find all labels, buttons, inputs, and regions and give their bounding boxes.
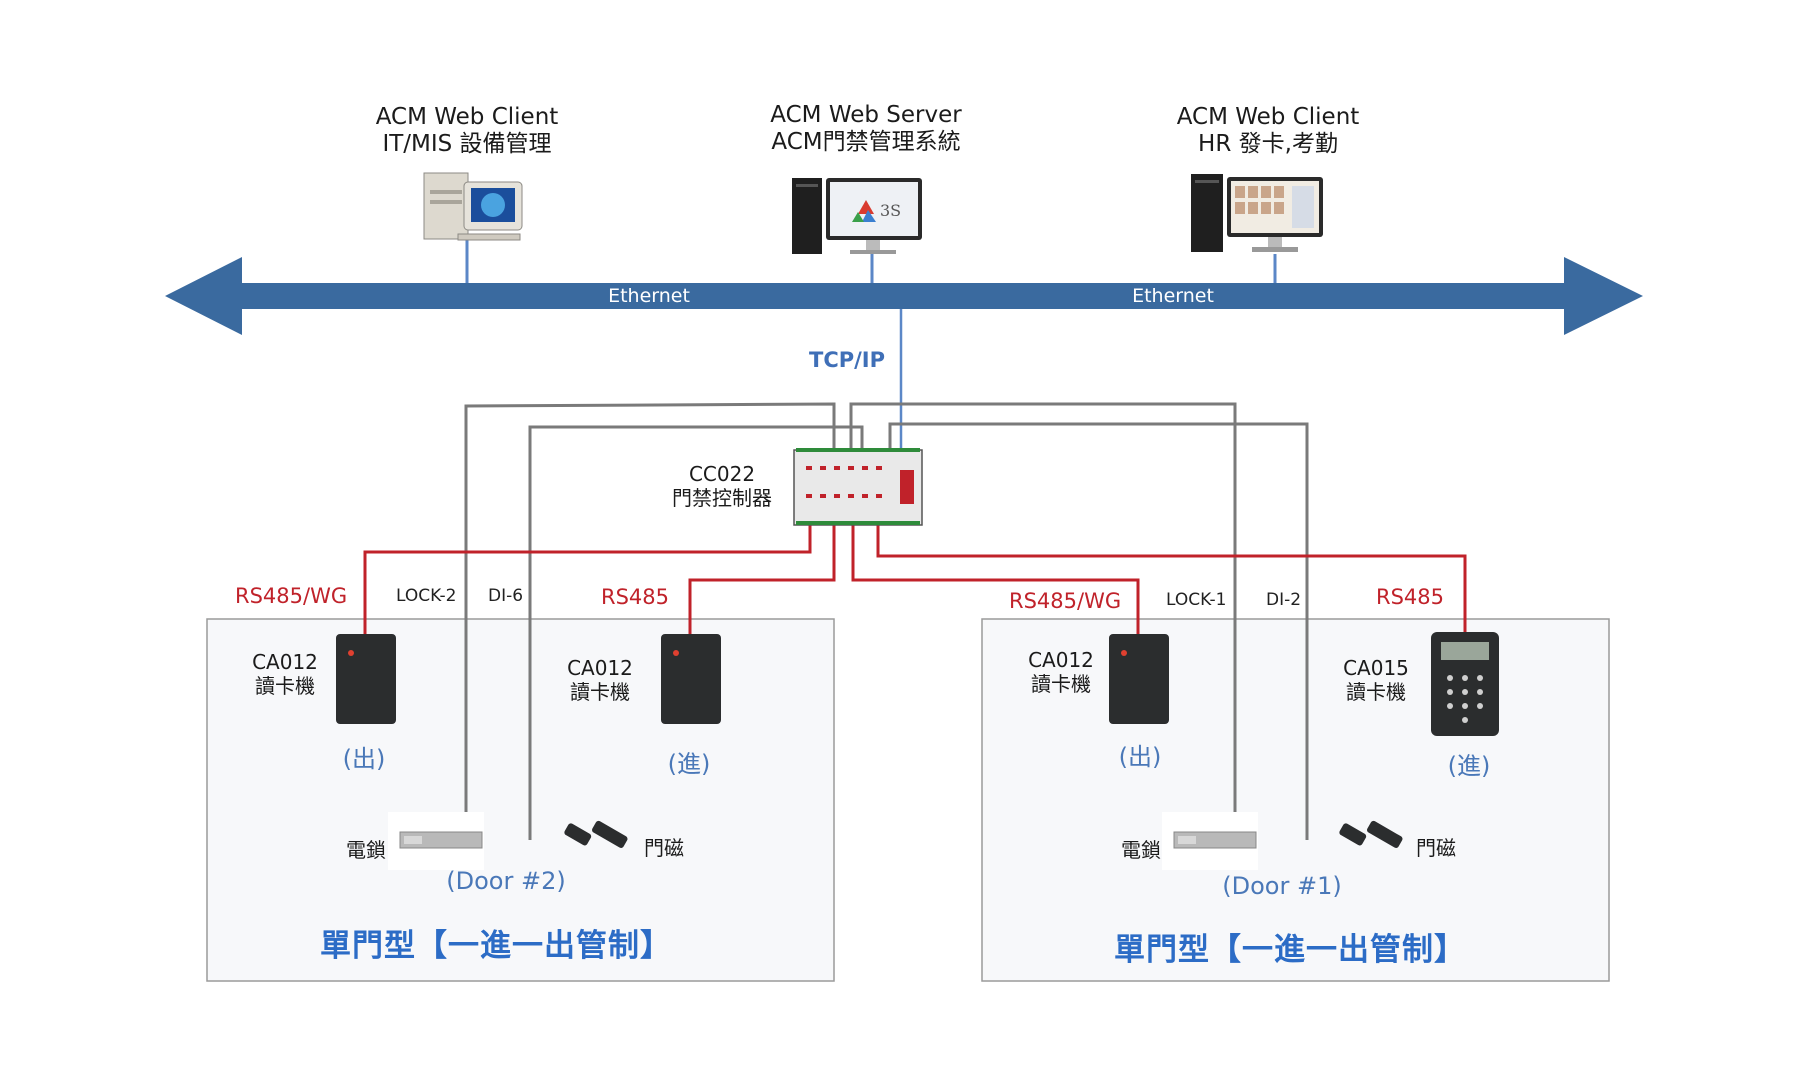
door1-group-title: 單門型【一進一出管制】 <box>1114 932 1466 968</box>
door1-label: (Door #1) <box>1222 872 1342 900</box>
cc022-controller-board <box>793 448 923 526</box>
rs485-right-wire <box>876 525 1467 636</box>
left-in-direction: (進) <box>667 750 711 778</box>
io-wires <box>464 402 1309 840</box>
di6-wire <box>528 425 864 840</box>
door1-magnetic-sensor-icon <box>1339 820 1403 848</box>
left-in-reader-model: CA012 <box>567 656 633 680</box>
right-out-reader-model: CA012 <box>1028 648 1094 672</box>
right-in-direction: (進) <box>1447 752 1491 780</box>
di2-wire <box>888 422 1309 840</box>
controller-model: CC022 <box>688 462 756 486</box>
server-computer-icon: 3S <box>792 178 922 254</box>
right-out-reader-icon <box>1109 634 1169 724</box>
left-out-reader-model: CA012 <box>252 650 318 674</box>
right-in-reader-name: 讀卡機 <box>1346 680 1406 704</box>
door1-group-box <box>981 618 1610 982</box>
left-client-title: ACM Web Client <box>375 104 559 130</box>
rs485-left-wire <box>688 525 836 638</box>
door2-magnetic-sensor-icon <box>564 820 628 848</box>
rs485wg-left-wire <box>363 525 812 638</box>
ethernet-arrow <box>165 257 1643 335</box>
door1-sensor-label: 門磁 <box>1416 836 1456 860</box>
lock1-wire <box>849 402 1237 832</box>
right-client-title: ACM Web Client <box>1176 104 1360 130</box>
door1-lock-label: 電鎖 <box>1121 838 1161 862</box>
right-in-reader-model: CA015 <box>1343 656 1409 680</box>
right-client-computer-icon <box>1191 174 1323 252</box>
server-logo-text: 3S <box>880 201 901 220</box>
left-di-port-label: DI-6 <box>488 586 524 606</box>
ethernet-label-left: Ethernet <box>608 285 690 307</box>
tcpip-label: TCP/IP <box>808 348 886 372</box>
door2-electric-lock-icon <box>388 812 484 870</box>
rs485wg-right-wire <box>851 525 1140 638</box>
right-in-keypad-reader-icon <box>1431 632 1499 736</box>
server-subtitle: ACM門禁管理系統 <box>771 129 961 155</box>
ethernet-label-right: Ethernet <box>1132 285 1214 307</box>
left-lock-port-label: LOCK-2 <box>396 586 457 606</box>
door2-sensor-label: 門磁 <box>644 836 684 860</box>
left-out-direction: (出) <box>342 745 386 773</box>
rs485-wires <box>363 525 1467 638</box>
door2-group-title: 單門型【一進一出管制】 <box>320 928 672 964</box>
door2-label: (Door #2) <box>446 867 566 895</box>
left-rs485-label: RS485 <box>601 585 670 609</box>
right-lock-port-label: LOCK-1 <box>1166 590 1227 610</box>
door2-group-box <box>206 618 835 982</box>
left-client-subtitle: IT/MIS 設備管理 <box>382 131 552 157</box>
door1-electric-lock-icon <box>1162 812 1258 870</box>
right-out-direction: (出) <box>1118 743 1162 771</box>
right-rs485wg-label: RS485/WG <box>1009 589 1122 613</box>
door2-lock-label: 電鎖 <box>346 838 386 862</box>
right-rs485-label: RS485 <box>1376 585 1445 609</box>
controller-name: 門禁控制器 <box>672 486 772 510</box>
left-out-reader-icon <box>336 634 396 724</box>
left-out-reader-name: 讀卡機 <box>255 674 315 698</box>
right-out-reader-name: 讀卡機 <box>1031 672 1091 696</box>
left-in-reader-name: 讀卡機 <box>570 680 630 704</box>
left-in-reader-icon <box>661 634 721 724</box>
left-client-computer-icon <box>423 172 523 241</box>
right-di-port-label: DI-2 <box>1266 590 1302 610</box>
right-client-subtitle: HR 發卡,考勤 <box>1198 131 1338 157</box>
left-rs485wg-label: RS485/WG <box>235 584 348 608</box>
server-title: ACM Web Server <box>770 102 962 128</box>
